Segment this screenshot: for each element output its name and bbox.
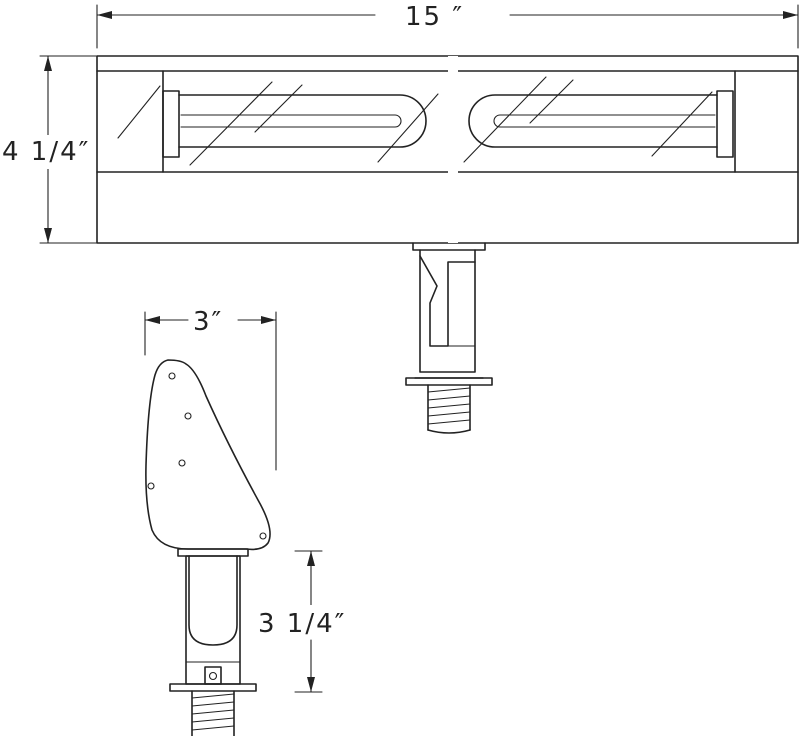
height-dimension-label: 4 1/4″ xyxy=(2,137,90,167)
height-dimension: 4 1/4″ xyxy=(0,55,100,244)
right-lamp xyxy=(468,90,734,158)
knuckle-mount-front xyxy=(405,242,493,434)
side-width-dimension-label: 3″ xyxy=(193,307,223,337)
side-height-dimension-label: 3 1/4″ xyxy=(258,609,346,639)
fixture-front-view xyxy=(96,55,799,434)
left-lamp xyxy=(162,90,427,158)
width-dimension-label: 15 ″ xyxy=(405,2,464,32)
fixture-side-view xyxy=(145,359,271,736)
mounting-holes xyxy=(147,372,267,540)
knuckle-mount-side xyxy=(169,548,257,736)
side-height-dimension: 3 1/4″ xyxy=(256,550,368,693)
glass-reflection-hatching xyxy=(117,76,713,166)
side-width-dimension: 3″ xyxy=(144,307,277,471)
width-dimension: 15 ″ xyxy=(96,2,799,49)
